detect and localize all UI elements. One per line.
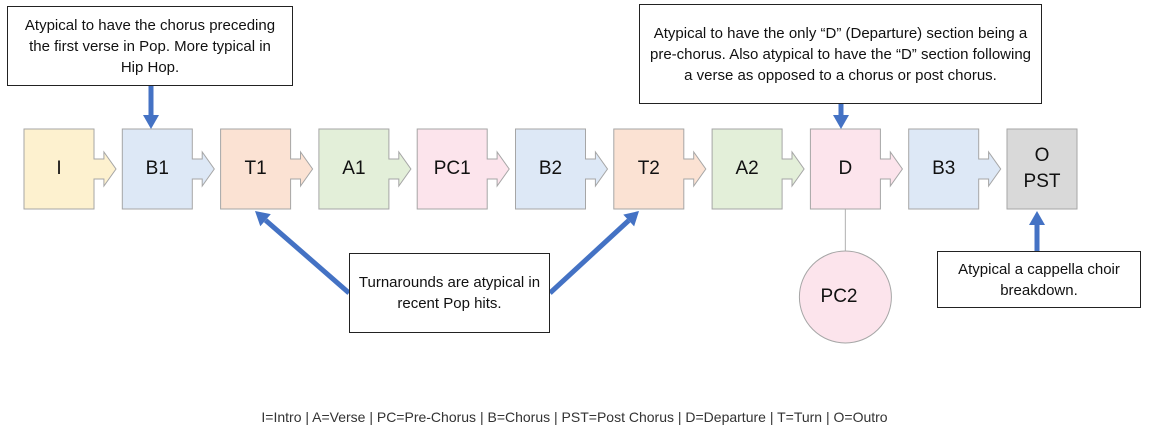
section-box-b2 bbox=[515, 128, 609, 210]
section-box-o-pst bbox=[1006, 128, 1078, 210]
callout-chorus-first: Atypical to have the chorus preceding th… bbox=[7, 6, 293, 86]
section-box-b3 bbox=[908, 128, 1002, 210]
arrow-to-b1-head bbox=[143, 115, 159, 129]
section-box-pc1 bbox=[416, 128, 510, 210]
section-box-t2 bbox=[613, 128, 707, 210]
arrow-to-outro bbox=[1029, 211, 1045, 251]
section-box-a2 bbox=[711, 128, 805, 210]
section-box-t1 bbox=[220, 128, 314, 210]
legend-abbreviations: I=Intro | A=Verse | PC=Pre-Chorus | B=Ch… bbox=[261, 409, 888, 425]
callout-arrows-layer bbox=[143, 86, 1045, 295]
arrow-to-t1 bbox=[255, 211, 351, 295]
section-boxes-layer bbox=[23, 128, 1078, 344]
arrow-to-t2 bbox=[548, 211, 639, 295]
callout-choir-breakdown: Atypical a cappella choir breakdown. bbox=[937, 251, 1141, 308]
arrow-to-t2-shaft bbox=[548, 218, 631, 295]
section-box-d bbox=[809, 128, 904, 210]
arrow-to-b1 bbox=[143, 86, 159, 129]
arrow-to-d bbox=[833, 104, 849, 129]
branch-section-pc2-label: PC2 bbox=[820, 286, 858, 307]
section-box-a1 bbox=[318, 128, 412, 210]
section-box-b1 bbox=[121, 128, 215, 210]
arrow-to-outro-head bbox=[1029, 211, 1045, 225]
section-box-i bbox=[23, 128, 117, 210]
callout-departure-section: Atypical to have the only “D” (Departure… bbox=[639, 4, 1042, 104]
arrow-to-t2-head bbox=[623, 211, 639, 227]
callout-turnarounds: Turnarounds are atypical in recent Pop h… bbox=[349, 253, 550, 333]
branch-section-pc2-circle bbox=[798, 250, 892, 344]
arrow-to-d-head bbox=[833, 115, 849, 129]
arrow-to-t1-head bbox=[255, 211, 271, 227]
arrow-to-t1-shaft bbox=[263, 218, 351, 295]
